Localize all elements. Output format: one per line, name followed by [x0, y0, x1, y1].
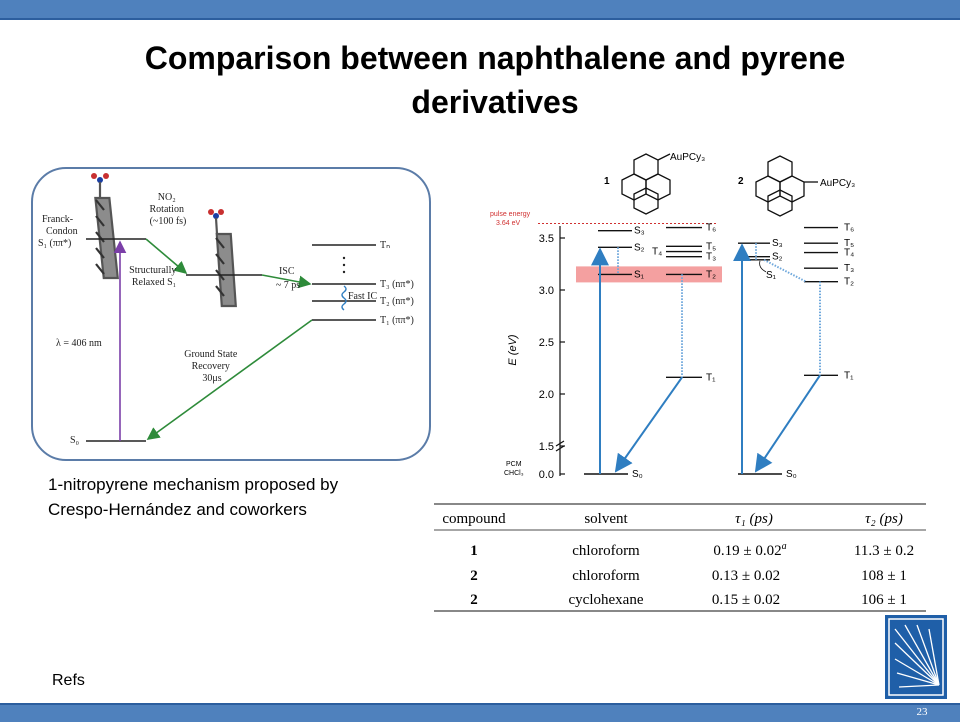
tick-label-4: 1.5: [539, 441, 554, 453]
c2-triplet-4-label: T₂: [844, 277, 854, 288]
row-1-compound: 1: [470, 543, 478, 559]
c2-triplet-3-label: T₃: [844, 263, 854, 274]
c1-triplet-1-label: T₅: [706, 241, 716, 252]
row-2-tau1: 0.13 ± 0.02: [712, 568, 780, 584]
pulse-energy-label: pulse energy 3.64 eV: [490, 211, 532, 227]
c2-s0-label: S₀: [786, 469, 797, 480]
header-tau2: τ₂ (ps): [865, 511, 903, 527]
slide-number: 23: [916, 706, 928, 718]
molecule-2-icon: [208, 209, 237, 308]
c2-triplet-2-label: T₄: [844, 248, 854, 259]
axis-ticks: 3.5 3.0 2.5 2.0 1.5 0.0: [539, 233, 565, 481]
compound-1-label: 1: [604, 176, 610, 187]
c2-singlet-1-label: S₂: [772, 252, 783, 263]
isc-arrow: [261, 274, 312, 289]
rotation-arrow: [145, 238, 188, 275]
row-1-tau2: 11.3 ± 0.2: [854, 543, 914, 559]
row-2-tau2: 108 ± 1: [861, 568, 907, 584]
relaxed-s1-label: Structurally Relaxed S₁: [129, 265, 179, 288]
compound-1-substituent: AuPCy₃: [670, 152, 705, 163]
lifetime-table: compound solvent τ₁ (ps) τ₂ (ps) 1 chlor…: [434, 500, 926, 614]
top-bar: [0, 0, 960, 20]
excitation-label: λ = 406 nm: [56, 338, 102, 349]
c2-triplet-0-label: T₆: [844, 223, 854, 234]
c1-triplet-4-label: T₂: [706, 269, 716, 280]
row-3-compound: 2: [470, 592, 478, 608]
pcm-label: PCM CHCl₃: [504, 461, 524, 477]
refs-label: Refs: [52, 672, 85, 689]
c1-s0-label: S₀: [632, 469, 643, 480]
c2-triplet-5-label: T₁: [844, 370, 854, 381]
tn-label: Tₙ: [380, 240, 390, 251]
c1-singlet-2-label: S₁: [634, 269, 645, 280]
tick-label-5: 0.0: [539, 469, 554, 481]
c1-triplet-3-label: T₃: [706, 252, 716, 263]
row-3-solvent: cyclohexane: [569, 592, 644, 608]
tick-label-1: 3.0: [539, 285, 554, 297]
mechanism-diagram: Franck- Condon S₁ (ππ*) NO₂ Rotation (~1…: [31, 167, 431, 461]
compound-2-label: 2: [738, 176, 744, 187]
title-line-1: Comparison between naphthalene and pyren…: [144, 40, 846, 76]
c1-triplet-2-label: T₄: [652, 247, 662, 258]
c2-s1-pointer: [759, 260, 767, 273]
row-2-compound: 2: [470, 568, 478, 584]
recovery-label: Ground State Recovery 30μs: [184, 349, 240, 384]
c1-triplet-5-label: T₁: [706, 372, 716, 383]
mechanism-caption: 1-nitropyrene mechanism proposed by Cres…: [48, 472, 428, 522]
lifetime-table-svg: compound solvent τ₁ (ps) τ₂ (ps) 1 chlor…: [434, 503, 926, 612]
compound-2-structure-icon: [755, 155, 818, 217]
t2-label: T₂ (nπ*): [380, 296, 414, 307]
row-1-solvent: chloroform: [572, 543, 640, 559]
axis-break-mark: [555, 440, 565, 452]
header-solvent: solvent: [584, 511, 628, 527]
row-3-tau1: 0.15 ± 0.02: [712, 592, 780, 608]
molecule-1-icon: [91, 173, 119, 280]
title-line-2: derivatives: [411, 84, 579, 120]
energy-level-diagram: 1 AuPCy₃ 2 AuPCy₃ pulse energy 3.64 eV 3…: [490, 152, 855, 481]
s1-t2-highlight: [576, 266, 722, 283]
compound-2-substituent: AuPCy₃: [820, 178, 855, 189]
fast-ic-wavy-arrow: [341, 285, 347, 311]
c2-t1-s0-arrow: [754, 374, 821, 473]
no2-rotation-label: NO₂ Rotation (~100 fs): [150, 192, 187, 227]
s0-label: S₀: [70, 435, 80, 446]
t3-label: T₃ (nπ*): [380, 279, 414, 290]
recovery-arrow: [146, 319, 313, 440]
c1-triplet-0-label: T₆: [706, 223, 716, 234]
franck-condon-label: Franck- Condon S₁ (ππ*): [38, 214, 80, 249]
energy-axis-label: E (eV): [507, 334, 519, 366]
tick-label-2: 2.5: [539, 337, 554, 349]
row-3-tau2: 106 ± 1: [861, 592, 907, 608]
c1-t1-s0-arrow: [614, 376, 683, 473]
c2-isc-line: [763, 258, 807, 283]
transition-arrows: [591, 243, 821, 474]
c1-singlet-0-label: S₃: [634, 226, 645, 237]
row-1-tau1: 0.19 ± 0.02a: [713, 541, 786, 559]
c2-singlet-2-label: S₁: [766, 270, 777, 281]
fast-ic-label: Fast IC: [348, 291, 378, 302]
isc-label: ISC ~ 7 ps: [276, 266, 300, 291]
tick-label-0: 3.5: [539, 233, 554, 245]
t1-label: T₁ (ππ*): [380, 315, 414, 326]
bottom-bar: [0, 703, 960, 722]
compound-1-structure-icon: [621, 153, 671, 215]
slide-title: Comparison between naphthalene and pyren…: [60, 36, 930, 124]
c2-singlet-0-label: S₃: [772, 238, 783, 249]
mechanism-frame: [31, 167, 431, 461]
institution-logo: [885, 615, 947, 699]
header-tau1: τ₁ (ps): [735, 511, 773, 527]
caption-line-1: 1-nitropyrene mechanism proposed by: [48, 475, 339, 494]
caption-line-2: Crespo-Hernández and coworkers: [48, 500, 307, 519]
header-compound: compound: [442, 511, 506, 527]
row-2-solvent: chloroform: [572, 568, 640, 584]
c2-triplet-1-label: T₅: [844, 238, 854, 249]
tick-label-3: 2.0: [539, 389, 554, 401]
c1-singlet-1-label: S₂: [634, 242, 645, 253]
